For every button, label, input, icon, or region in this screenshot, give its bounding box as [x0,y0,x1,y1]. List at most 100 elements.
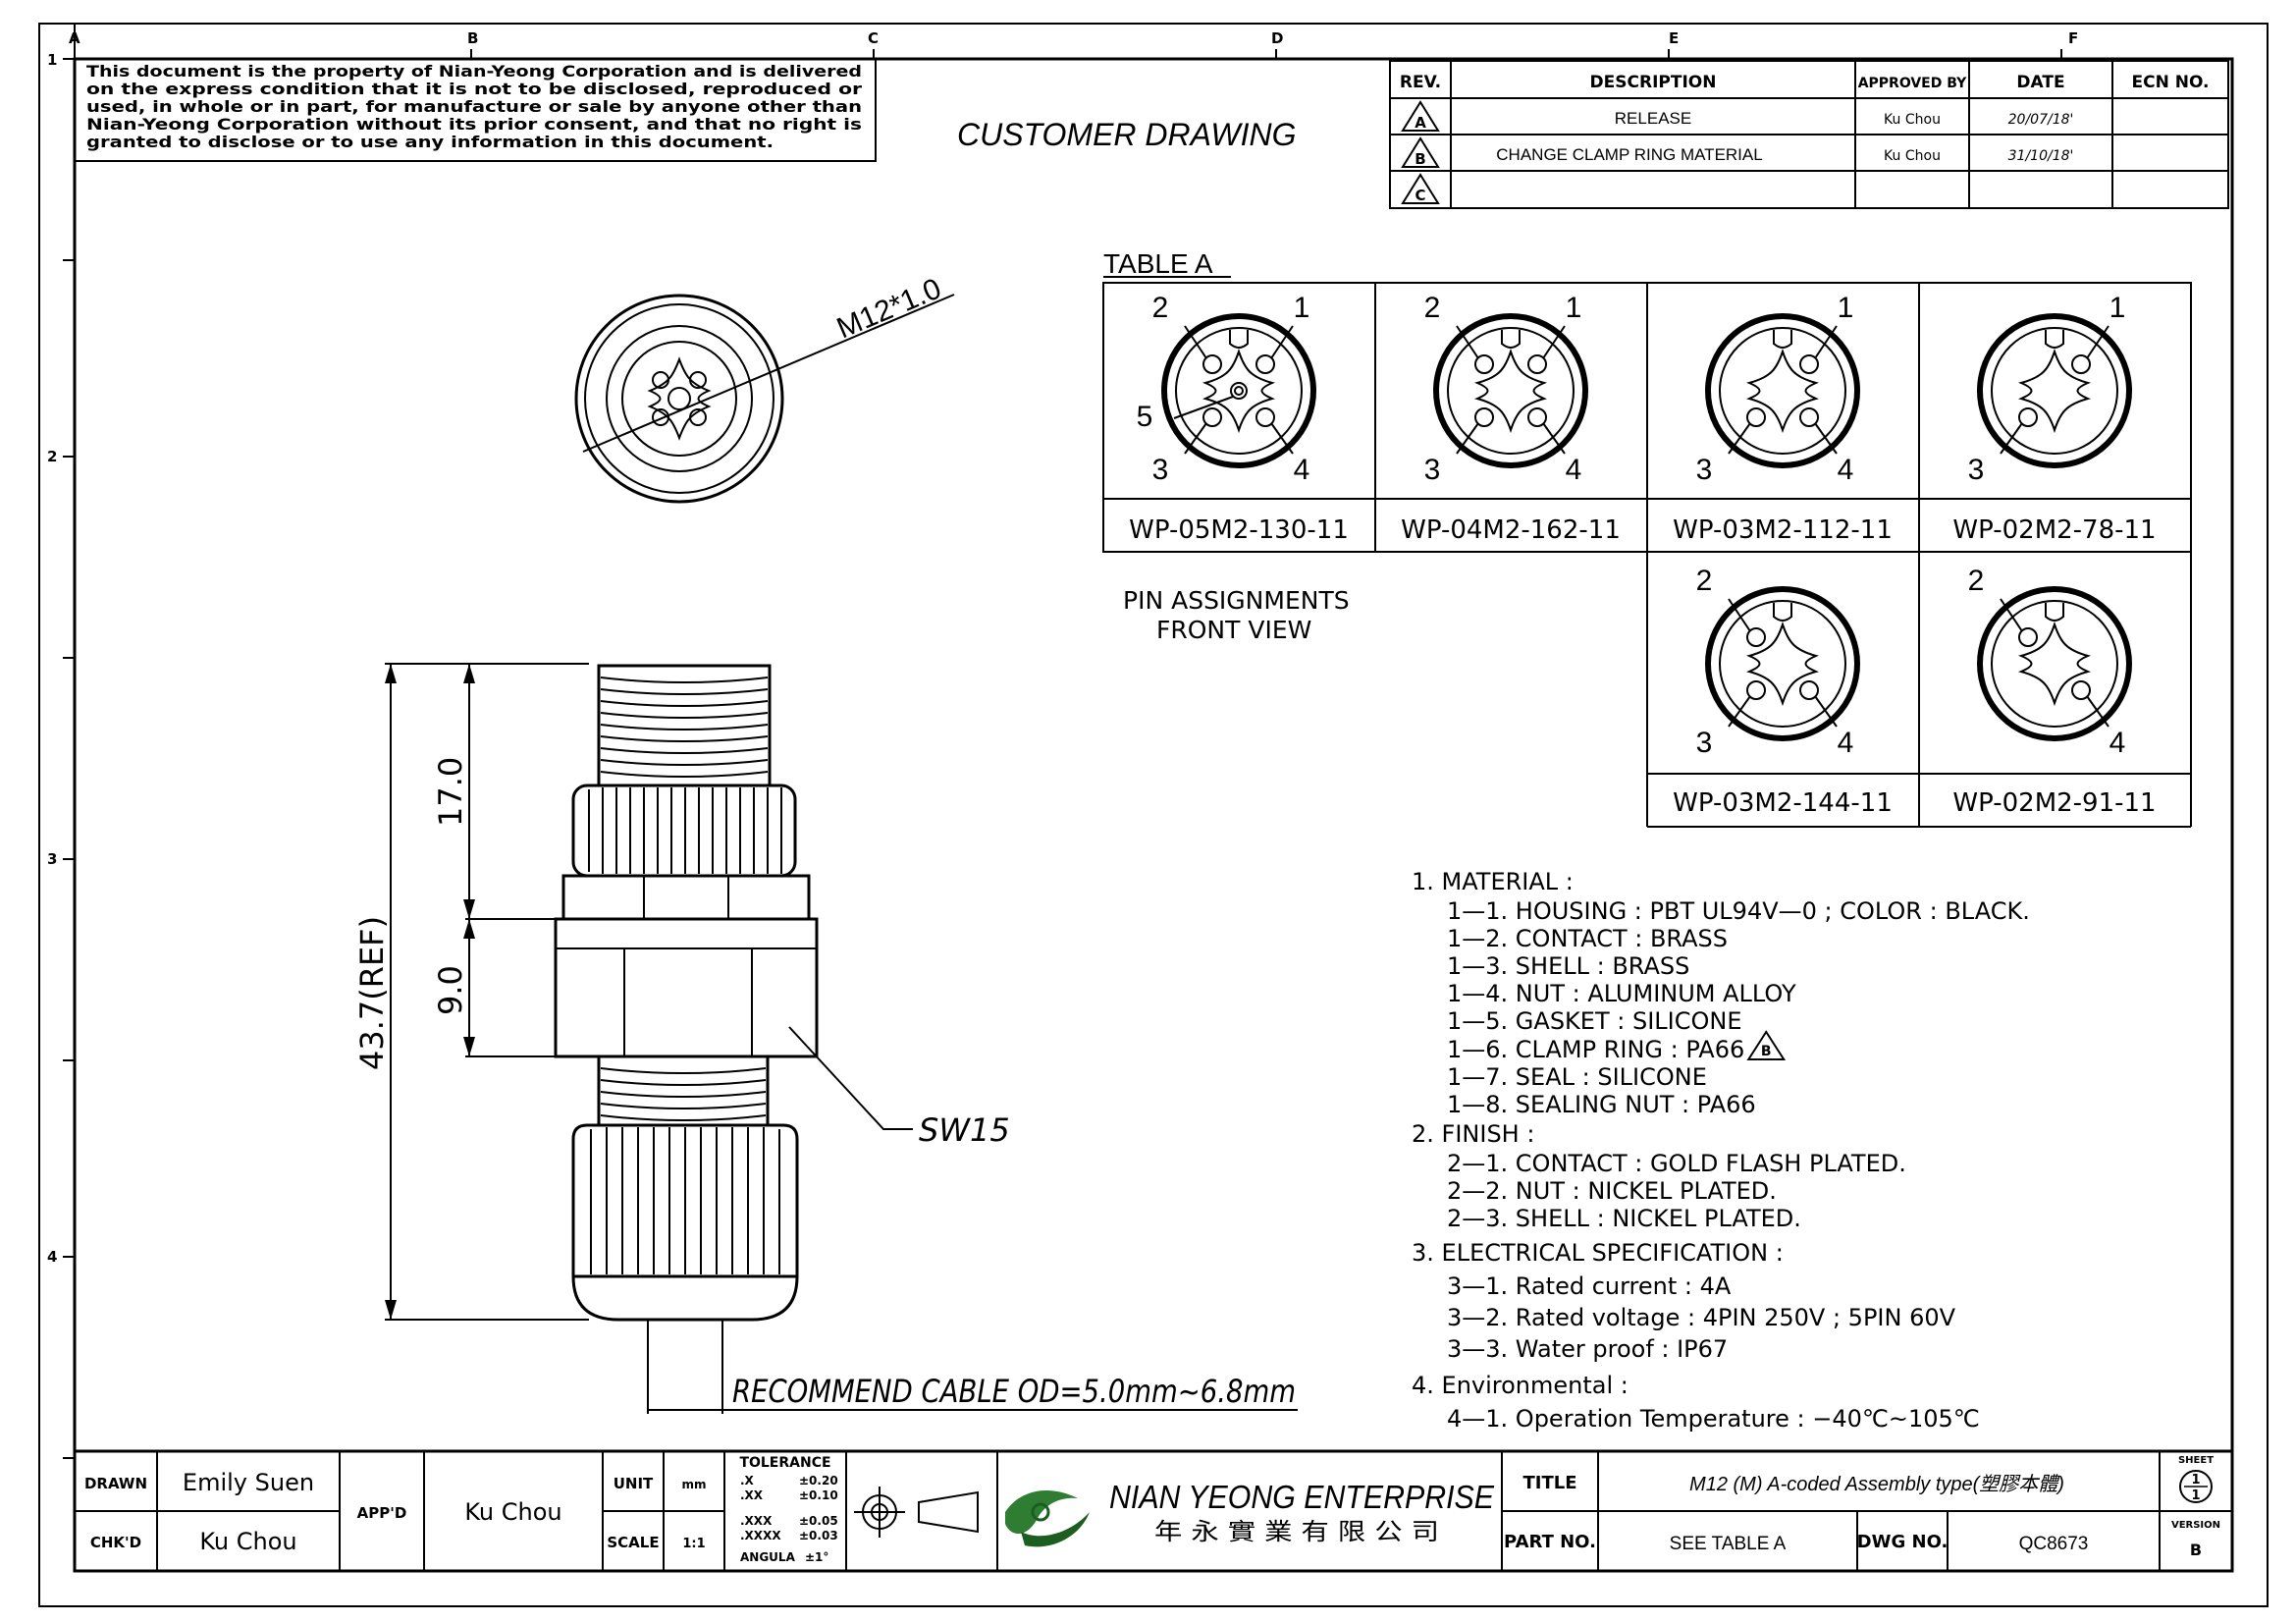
title-label: TITLE [1522,1473,1576,1493]
pin-caption-line-2: FRONT VIEW [1156,616,1311,644]
cable-od-label: RECOMMEND CABLE OD=5.0mm~6.8mm [732,1373,1296,1410]
zone-col-e: E [1669,29,1679,47]
rev-triangle-icon [1746,1030,1787,1060]
rev-letter: C [1415,187,1425,204]
rev-approved: Ku Chou [1884,148,1941,164]
connector-side-view [385,663,1298,1414]
notice-line: granted to disclose or to use any inform… [86,133,774,151]
note-line: 4—1. Operation Temperature : −40℃~105℃ [1447,1405,1980,1433]
pin-number-label: 1 [1566,292,1582,324]
pin-diagram: 1 2 3 4 [1424,292,1588,486]
note-line: 1—2. CONTACT : BRASS [1447,925,1728,952]
zone-labels: A B C D E F 1 2 3 4 [47,29,2078,1266]
note-line: 2. FINISH : [1412,1120,1534,1148]
tolerance-key: .X [740,1474,755,1488]
tolerance-key: ANGULA [740,1550,796,1564]
pin-contact [1746,407,1766,427]
projection-symbol-icon [854,1487,979,1538]
pin-number-label: 2 [1696,565,1713,597]
notice-line: Nian-Yeong Corporation without its prior… [86,115,862,134]
version-value: B [2190,1541,2202,1559]
zone-col-f: F [2068,29,2078,47]
tolerance-value: ±0.05 [799,1514,838,1528]
rev-description: CHANGE CLAMP RING MATERIAL [1496,145,1762,164]
appd-label: APP'D [357,1504,407,1522]
approved-header: APPROVED BY [1858,76,1967,91]
rev-triangle-icon [1401,173,1440,204]
pin-contact [1527,354,1547,374]
sheet-total: 1 [2191,1488,2200,1503]
part-number-reference: SEE TABLE A [1670,1534,1787,1554]
note-line: 1—5. GASKET : SILICONE [1447,1007,1741,1035]
part-number-label: WP-04M2-162-11 [1401,515,1621,545]
approved-by-name: Ku Chou [464,1498,561,1526]
checked-by-name: Ku Chou [199,1528,296,1555]
pin-contact [1746,627,1766,647]
zone-row-4: 4 [47,1248,57,1266]
note-line: 3—1. Rated current : 4A [1447,1272,1732,1300]
zone-markers [63,24,2062,1459]
tolerance-value: ±1° [805,1550,828,1564]
zone-col-d: D [1271,29,1283,47]
rev-triangle-icon [1401,136,1440,168]
revision-row: A RELEASE Ku Chou 20/07/18' [1401,100,2074,132]
note-line: 2—2. NUT : NICKEL PLATED. [1447,1177,1777,1205]
revision-row: B CHANGE CLAMP RING MATERIAL Ku Chou 31/… [1401,136,2073,168]
wrench-size-label: SW15 [919,1111,1010,1149]
zone-col-c: C [868,29,879,47]
pin-contact [2018,627,2038,647]
connector-front-view [574,294,955,504]
pin-caption-line-1: PIN ASSIGNMENTS [1123,586,1350,615]
rev-letter: B [1415,150,1425,168]
version-label: VERSION [2171,1520,2220,1531]
sheet-number: 1 [2191,1473,2200,1488]
part-number-label: WP-02M2-78-11 [1952,515,2156,545]
pin-number-label: 1 [1294,292,1310,324]
rev-header: REV. [1400,73,1441,92]
dimension-labels: 43.7(REF) 17.0 9.0 SW15 RECOMMEND CABLE … [353,757,1296,1410]
company-name: NIAN YEONG ENTERPRISE [1109,1479,1495,1515]
rev-date: 20/07/18' [2008,112,2074,128]
hex-length-dimension: 9.0 [432,965,469,1015]
pin-number-label: 4 [1566,454,1582,486]
pin-contact [1255,354,1275,374]
part-number-label: WP-05M2-130-11 [1129,515,1349,545]
notice-line: on the express condition that it is not … [86,80,862,98]
pin-number-label: 3 [1152,454,1169,486]
pin-contact [1230,382,1248,400]
pin-number-label: 4 [2109,727,2126,759]
pin-number-label: 2 [1152,292,1169,324]
pin-contact [1202,407,1222,427]
pin-contact [1202,354,1222,374]
pin-number-label: 2 [1424,292,1441,324]
description-header: DESCRIPTION [1590,73,1717,92]
part-number-label: WP-02M2-91-11 [1952,788,2156,818]
company-name-chinese: 年 永 實 業 有 限 公 司 [1154,1518,1439,1545]
tolerance-value: ±0.20 [799,1474,838,1488]
pin-number-label: 2 [1968,565,1985,597]
pin-number-label: 4 [1294,454,1310,486]
note-line: 3. ELECTRICAL SPECIFICATION : [1412,1239,1784,1267]
tolerance-title: TOLERANCE [739,1455,830,1471]
total-length-dimension: 43.7(REF) [353,916,391,1070]
rev-letter: A [1415,114,1426,132]
pin-contact [1799,354,1819,374]
tolerance-value: ±0.10 [799,1488,838,1502]
pin-contact [2071,354,2091,374]
rev-approved: Ku Chou [1884,112,1941,128]
zone-row-3: 3 [47,850,57,868]
note-line: 1—6. CLAMP RING : PA66 [1447,1036,1744,1063]
pin-number-label: 3 [1424,454,1441,486]
ecn-header: ECN NO. [2132,73,2210,92]
pin-number-label: 3 [1696,454,1713,486]
zone-row-1: 1 [47,51,57,69]
note-line: 1. MATERIAL : [1412,868,1574,895]
table-a-grid [1102,282,2192,828]
tolerance-block: TOLERANCE .X ±0.20 .XX ±0.10 .XXX ±0.05 … [739,1455,837,1564]
note-line: 4. Environmental : [1412,1372,1629,1399]
drawing-number: QC8673 [2019,1534,2089,1554]
note-line: 1—3. SHELL : BRASS [1447,952,1689,980]
